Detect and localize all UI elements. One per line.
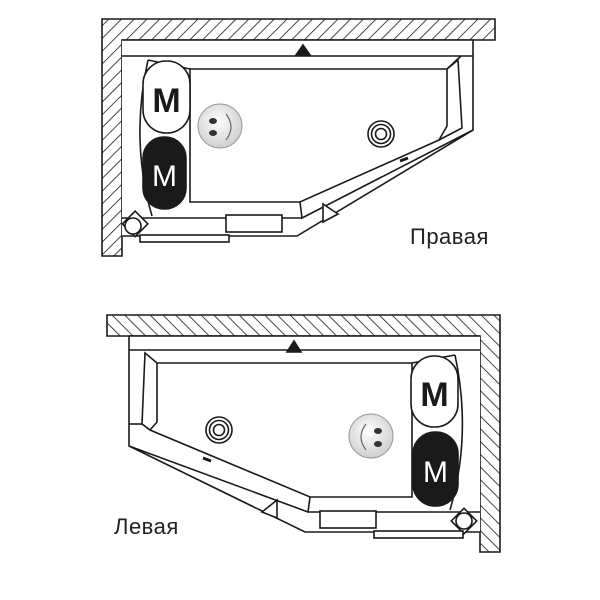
svg-text:M: M <box>423 456 448 489</box>
jet-nozzle-icon <box>367 120 395 148</box>
headrest-pillow-icon <box>142 136 187 210</box>
headrest-pillow-icon <box>410 355 459 428</box>
headrest-pillow-icon <box>142 60 191 134</box>
triangle-marker-icon <box>322 202 340 224</box>
control-panel <box>319 510 377 529</box>
smiley-icon <box>197 103 243 149</box>
triangle-marker-icon <box>285 339 303 353</box>
svg-text:M: M <box>152 82 180 120</box>
wall-hatch <box>106 314 501 553</box>
right-variant-label: Правая <box>410 224 489 249</box>
svg-text:M: M <box>420 376 448 414</box>
left-variant-label: Левая <box>114 514 179 539</box>
jet-nozzle-icon <box>205 416 233 444</box>
headrest-pillow-icon <box>412 431 459 507</box>
triangle-marker-icon <box>294 43 312 56</box>
diagram-left: M M <box>106 314 501 553</box>
triangle-marker-icon <box>260 498 278 520</box>
smiley-icon <box>348 413 394 459</box>
drain-valve-icon <box>121 210 149 238</box>
drain-valve-icon <box>450 507 478 535</box>
tub-basin <box>141 351 413 498</box>
diagram-right: M M <box>101 18 496 257</box>
skirt-strip <box>139 234 230 243</box>
control-panel <box>225 214 283 233</box>
skirt-strip <box>373 530 464 539</box>
svg-text:M: M <box>152 160 177 193</box>
